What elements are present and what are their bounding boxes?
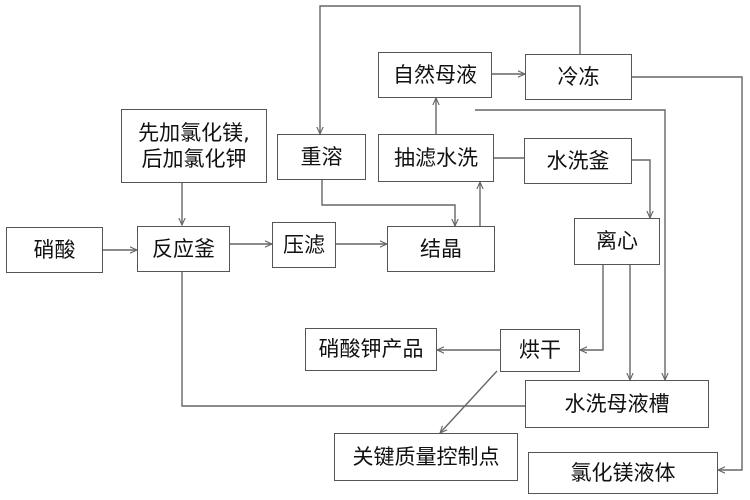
arrow-washkettle-to-centrifuge xyxy=(632,159,650,218)
node-wash-kettle: 水洗釜 xyxy=(524,138,632,184)
arrow-redissolve-to-crystal xyxy=(321,180,455,226)
node-natural-mother-liquor: 自然母液 xyxy=(378,52,492,98)
node-additive-line1: 先加氯化镁, xyxy=(138,120,250,145)
node-reactor: 反应釜 xyxy=(137,226,230,272)
node-additive-line2: 后加氯化钾 xyxy=(141,147,247,171)
node-dry: 烘干 xyxy=(500,329,580,372)
node-crystallize: 结晶 xyxy=(387,226,495,272)
node-suction-wash: 抽滤水洗 xyxy=(378,134,494,182)
arrow-centrifuge-to-dry xyxy=(580,265,604,350)
arrow-freeze-to-mgcl xyxy=(632,76,743,470)
node-kno3-product: 硝酸钾产品 xyxy=(305,328,437,371)
node-filter-press: 压滤 xyxy=(272,222,336,268)
node-nitric-acid: 硝酸 xyxy=(6,227,103,273)
node-additive: 先加氯化镁, 后加氯化钾 xyxy=(121,109,267,183)
node-key-quality-point: 关键质量控制点 xyxy=(334,433,518,481)
arrow-freeze-to-redissolve xyxy=(320,5,581,134)
node-freeze: 冷冻 xyxy=(525,54,632,100)
link-reactor-to-tank xyxy=(181,272,525,407)
arrow-washkettle-to-tank xyxy=(475,109,665,380)
node-centrifuge: 离心 xyxy=(574,218,660,265)
arrow-dry-to-quality xyxy=(440,370,498,433)
node-wash-mother-tank: 水洗母液槽 xyxy=(525,380,709,428)
node-mgcl-liquid: 氯化镁液体 xyxy=(528,452,718,494)
node-redissolve: 重溶 xyxy=(277,134,366,180)
